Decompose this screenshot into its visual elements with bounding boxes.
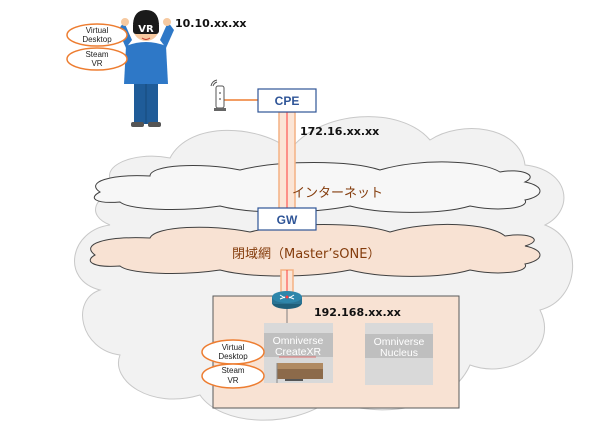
internet-cloud <box>93 161 541 213</box>
datacenter-ip: 192.168.xx.xx <box>314 306 401 319</box>
server-nucleus-line1: Omniverse <box>374 336 425 348</box>
headset-label: VR <box>138 24 154 35</box>
closed-network-label: 閉域網（Master’sONE） <box>232 247 380 262</box>
server-createxr: Omniverse CreateXR <box>264 323 333 383</box>
user-app-label-1: Virtual <box>86 26 109 35</box>
user-app-label-2b: VR <box>91 59 102 68</box>
dc-app-oval-steam-vr: Steam VR <box>201 363 265 389</box>
gpu-card-icon <box>276 363 323 383</box>
dc-app-label-1b: Desktop <box>218 352 248 361</box>
gw-label: GW <box>277 213 298 227</box>
wifi-router-icon <box>210 79 226 111</box>
user-app-label-2: Steam <box>85 50 108 59</box>
closed-router-link <box>280 269 294 293</box>
server-createxr-line2: CreateXR <box>275 346 322 358</box>
dc-app-label-2b: VR <box>227 376 238 385</box>
user-ip: 10.10.xx.xx <box>175 17 247 30</box>
gw-box: GW <box>257 207 317 231</box>
closed-network-cloud <box>89 223 541 277</box>
server-createxr-line1: Omniverse <box>273 335 324 347</box>
router-icon <box>272 291 302 309</box>
server-nucleus: Omniverse Nucleus <box>365 323 433 385</box>
cpe-ip: 172.16.xx.xx <box>300 125 379 138</box>
dc-app-label-1: Virtual <box>222 343 245 352</box>
internet-label: インターネット <box>292 186 383 201</box>
vr-user-figure: VR <box>118 10 174 127</box>
dc-app-oval-virtual-desktop: Virtual Desktop <box>201 339 265 365</box>
server-nucleus-line2: Nucleus <box>380 347 418 359</box>
user-app-label-1b: Desktop <box>82 35 112 44</box>
user-app-oval-virtual-desktop: Virtual Desktop <box>66 23 128 47</box>
cpe-box: CPE <box>224 88 317 113</box>
dc-app-label-2: Steam <box>221 366 244 375</box>
cpe-gw-link <box>278 111 296 211</box>
user-app-oval-steam-vr: Steam VR <box>66 47 128 71</box>
cpe-label: CPE <box>275 94 300 108</box>
